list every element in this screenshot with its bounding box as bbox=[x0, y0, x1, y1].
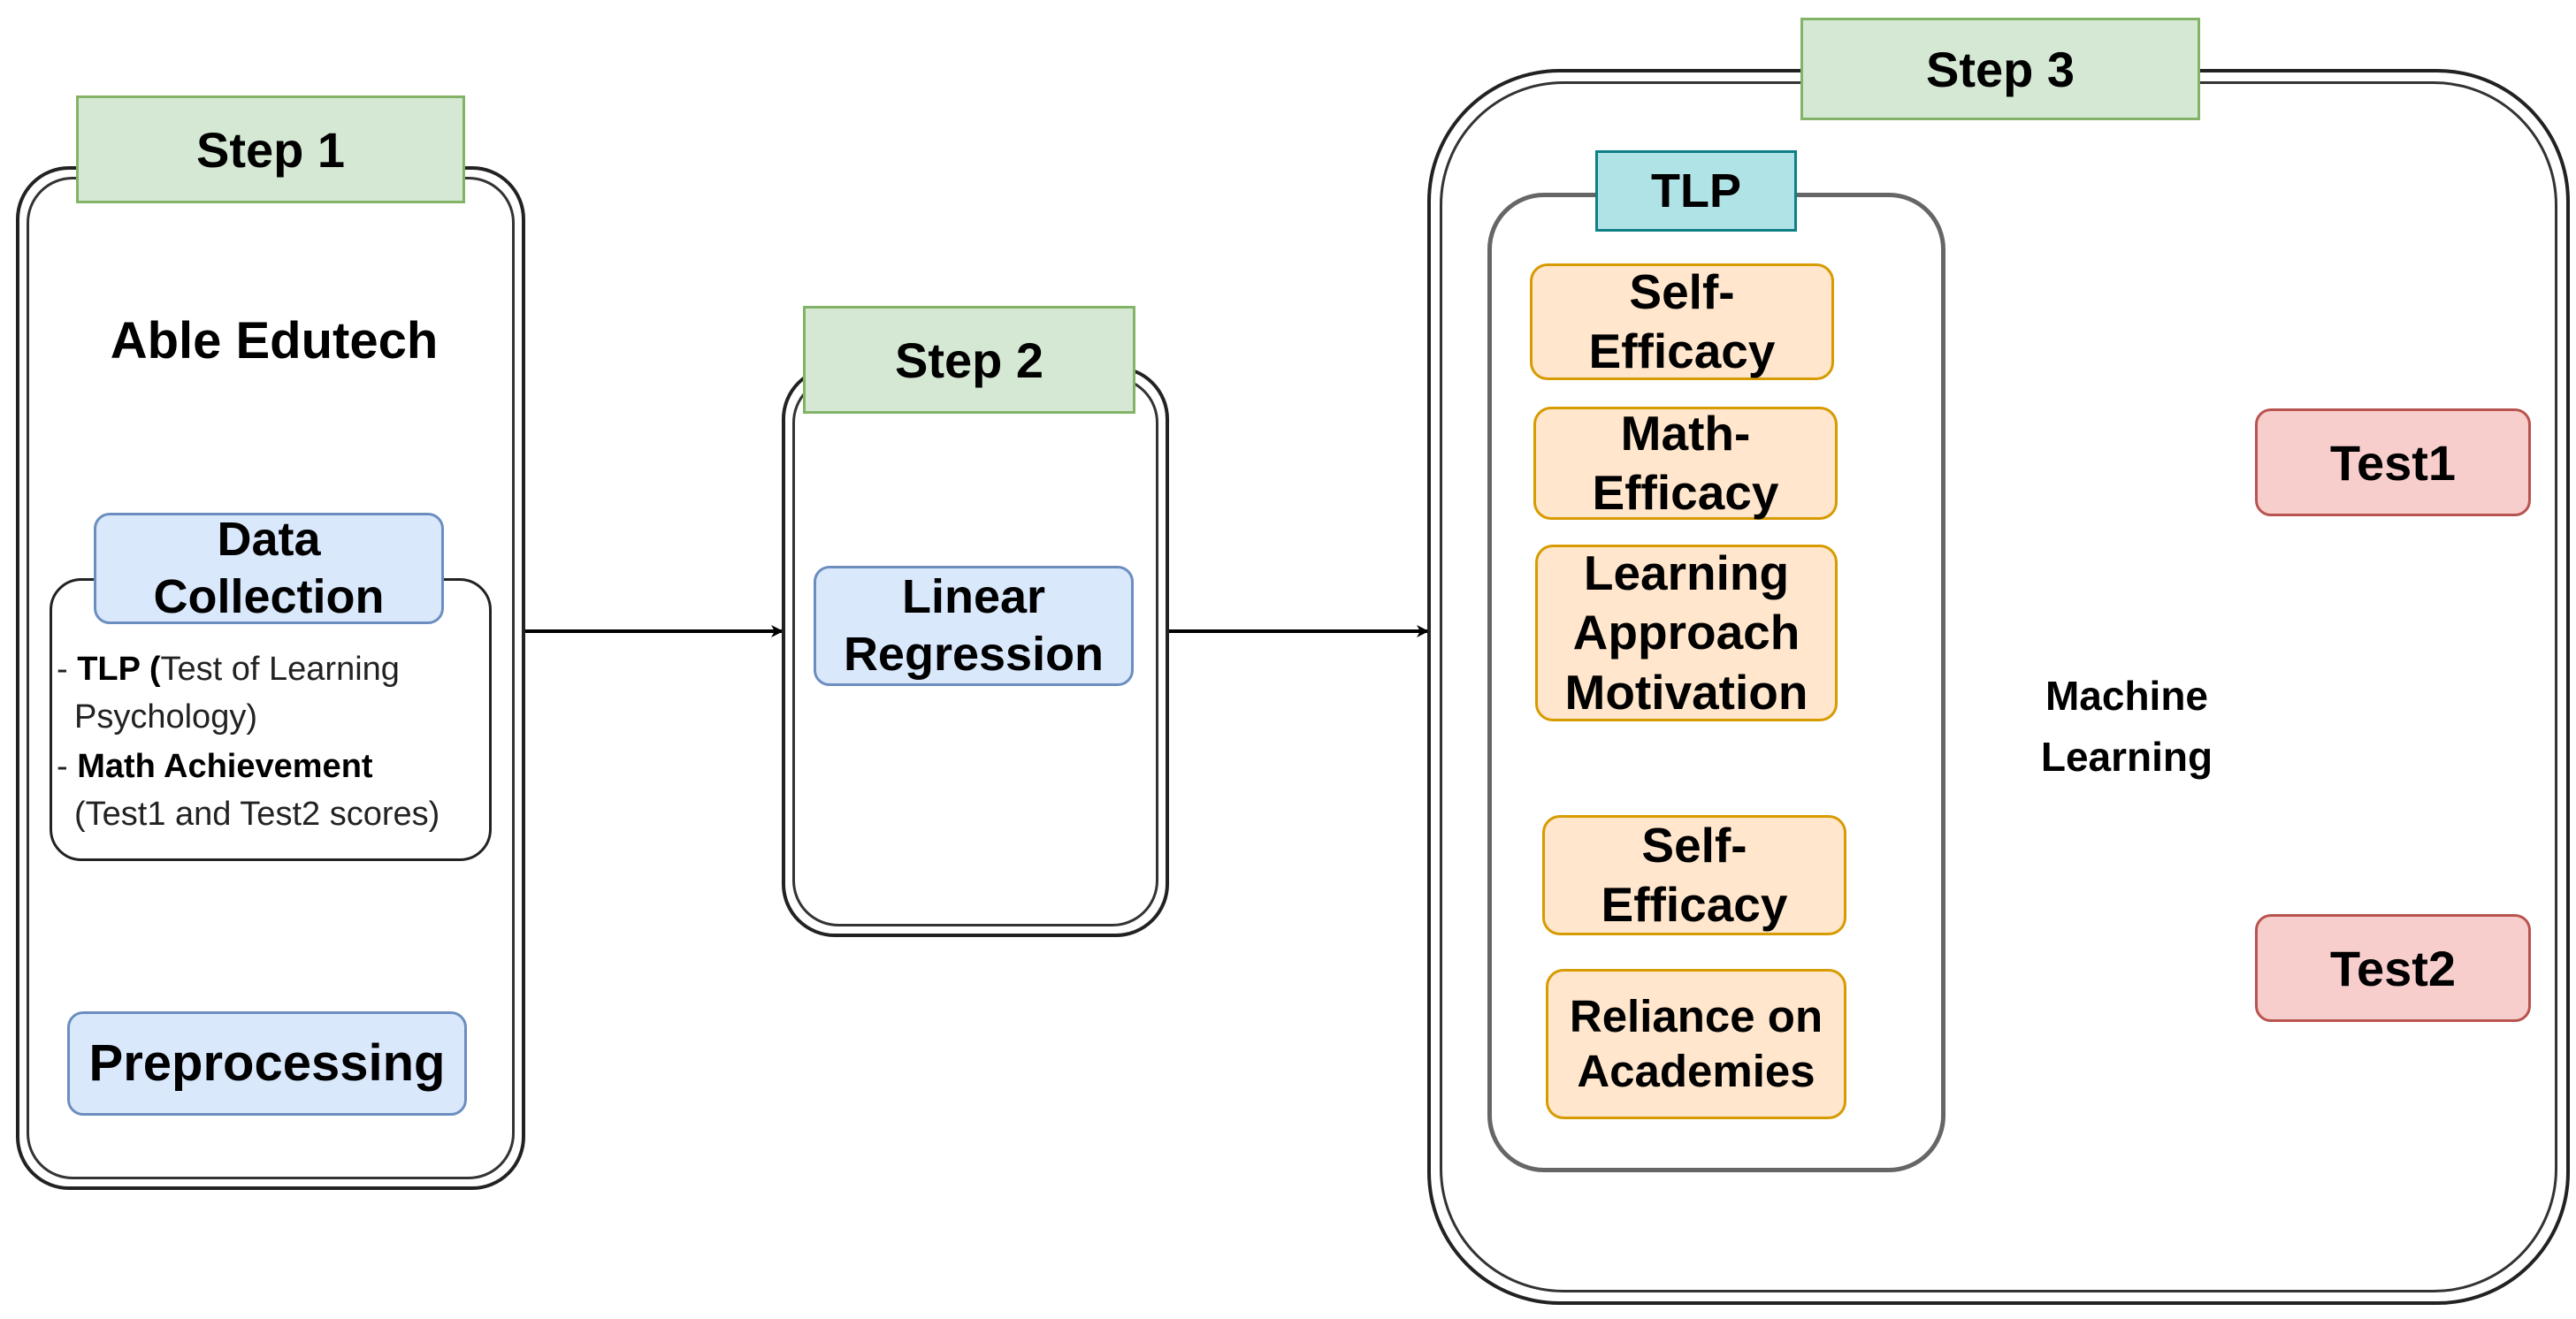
self-efficacy-box-2: Self-Efficacy bbox=[1542, 815, 1846, 935]
machine-learning-label: Machine Learning bbox=[2040, 673, 2213, 780]
linear-regression-box: Linear Regression bbox=[814, 566, 1134, 686]
math-bullet-cont-text: (Test1 and Test2 scores) bbox=[74, 796, 440, 833]
learning-approach-motivation-box: Learning Approach Motivation bbox=[1535, 545, 1838, 721]
test1-box: Test1 bbox=[2255, 408, 2531, 516]
tlp-bullet-cont-text: Psychology) bbox=[74, 698, 257, 736]
reliance-on-academies-box: Reliance on Academies bbox=[1546, 969, 1846, 1119]
tlp-bullet-cont: Psychology) bbox=[74, 698, 257, 736]
math-bullet-dash: - bbox=[57, 748, 78, 785]
tlp-bullet: - TLP (Test of Learning bbox=[57, 651, 400, 689]
data-collection-details bbox=[50, 578, 492, 861]
self-efficacy-box-1: Self-Efficacy bbox=[1530, 263, 1834, 380]
step3-label: Step 3 bbox=[1800, 18, 2200, 120]
math-bullet-cont: (Test1 and Test2 scores) bbox=[74, 796, 440, 834]
tlp-bullet-dash: - bbox=[57, 651, 78, 688]
tlp-label: TLP bbox=[1595, 150, 1797, 232]
able-edutech-label: Able Edutech bbox=[110, 311, 439, 370]
tlp-bullet-text: Test of Learning bbox=[160, 651, 400, 688]
test2-box: Test2 bbox=[2255, 914, 2531, 1022]
math-bullet-bold: Math Achievement bbox=[77, 748, 373, 785]
step2-label: Step 2 bbox=[803, 306, 1135, 414]
math-bullet: - Math Achievement bbox=[57, 748, 373, 786]
tlp-bullet-bold: TLP ( bbox=[77, 651, 161, 688]
preprocessing-box: Preprocessing bbox=[67, 1011, 467, 1116]
data-collection-box: Data Collection bbox=[94, 513, 444, 624]
step1-label: Step 1 bbox=[76, 95, 465, 203]
math-efficacy-box: Math-Efficacy bbox=[1533, 406, 1838, 520]
